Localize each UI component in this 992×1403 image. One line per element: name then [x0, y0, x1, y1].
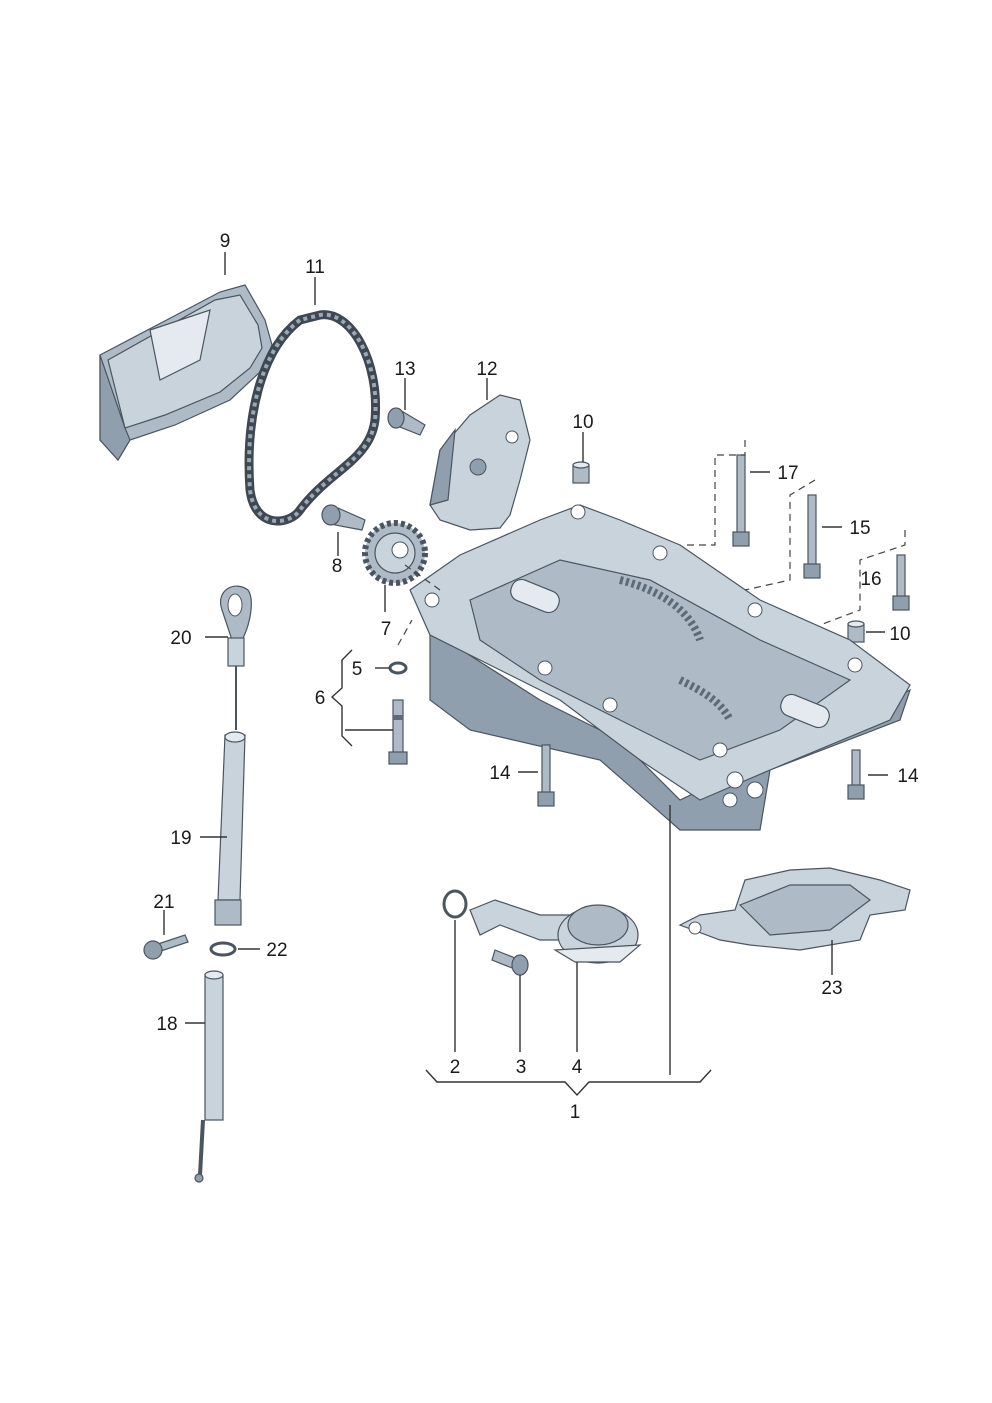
part-3-bolt — [491, 949, 529, 976]
label-4: 4 — [572, 1057, 583, 1078]
part-20-dipstick-handle — [219, 585, 252, 730]
part-22-seal — [209, 941, 237, 957]
part-10-sleeve-right — [847, 620, 865, 643]
label-14-left: 14 — [489, 763, 511, 784]
label-1: 1 — [570, 1102, 581, 1123]
label-22: 22 — [266, 940, 287, 961]
label-13: 13 — [394, 359, 415, 380]
part-21-bolt — [143, 934, 189, 960]
part-14-bolt-left — [537, 744, 555, 807]
part-6-bolt — [388, 699, 408, 765]
label-20: 20 — [170, 628, 191, 649]
part-5-seal — [388, 661, 408, 675]
label-23: 23 — [821, 978, 842, 999]
label-2: 2 — [450, 1057, 461, 1078]
label-6: 6 — [315, 688, 326, 709]
label-14-right: 14 — [897, 766, 919, 787]
label-12: 12 — [476, 359, 497, 380]
label-19: 19 — [170, 828, 191, 849]
part-8-bolt — [321, 504, 366, 531]
label-9: 9 — [220, 231, 231, 252]
part-10-sleeve-top — [572, 461, 590, 484]
part-2-o-ring — [442, 889, 468, 919]
part-15-bolt — [803, 494, 821, 579]
label-10-right: 10 — [889, 624, 910, 645]
part-18-lower-tube — [194, 970, 224, 1183]
part-14-bolt-right — [847, 749, 865, 800]
label-15: 15 — [849, 518, 870, 539]
label-11: 11 — [305, 257, 325, 278]
part-13-bolt — [387, 407, 426, 436]
label-5: 5 — [352, 659, 363, 680]
label-7: 7 — [381, 619, 392, 640]
part-17-bolt — [732, 454, 750, 547]
label-16: 16 — [860, 569, 881, 590]
label-8: 8 — [332, 556, 343, 577]
part-23-baffle — [678, 867, 911, 951]
part-11-chain — [244, 310, 381, 526]
part-7-sprocket — [362, 520, 428, 586]
label-17: 17 — [777, 463, 798, 484]
part-16-bolt — [892, 554, 910, 611]
part-labels: 9 11 13 12 10 17 15 8 16 7 10 20 5 6 14 … — [153, 231, 919, 1123]
label-10-top: 10 — [572, 412, 593, 433]
part-4-oil-pickup — [469, 899, 642, 964]
leader-lines — [163, 252, 906, 1097]
label-3: 3 — [516, 1057, 527, 1078]
part-1-housing — [409, 504, 912, 831]
label-18: 18 — [156, 1014, 177, 1035]
part-12-tensioner — [429, 394, 531, 531]
part-9-cover — [99, 284, 273, 462]
label-21: 21 — [153, 892, 174, 913]
part-19-guide-tube — [214, 731, 246, 926]
